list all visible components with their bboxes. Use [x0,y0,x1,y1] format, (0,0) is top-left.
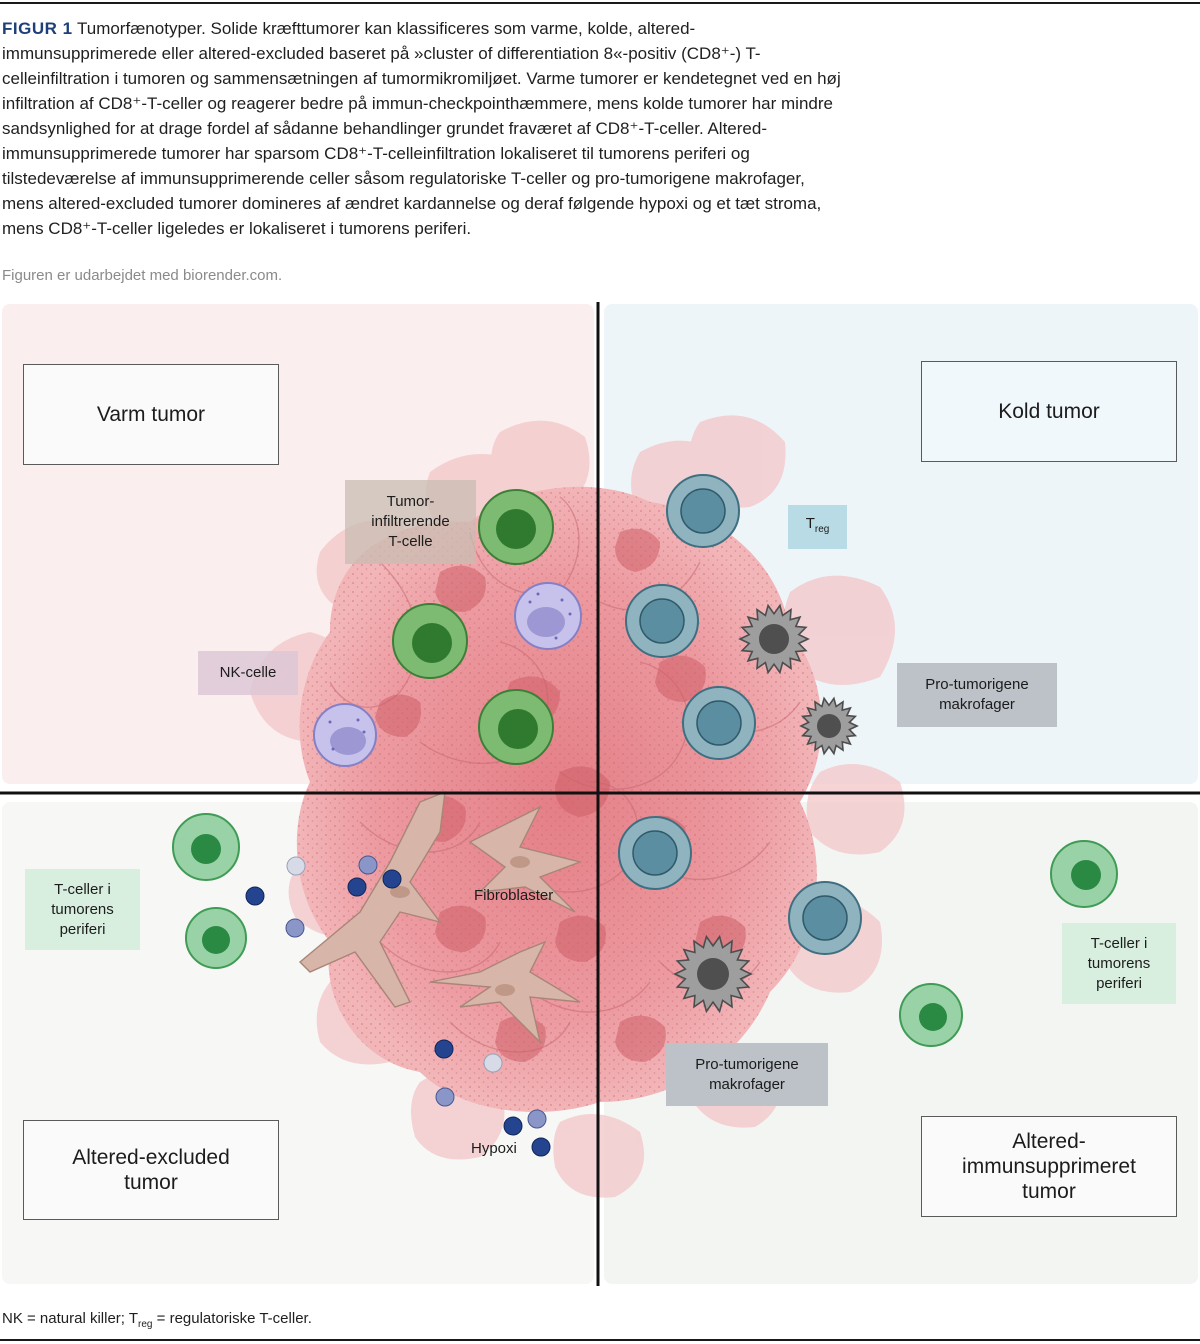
t-cell [899,983,963,1047]
treg-cell [625,584,699,658]
treg-cell [682,686,756,760]
t-cell [1050,840,1118,908]
figure-caption-text: Tumorfænotyper. Solide kræfttumorer kan … [2,19,841,238]
hypoxia-label: Hypoxi [471,1140,517,1157]
figure-caption: FIGUR 1 Tumorfænotyper. Solide kræfttumo… [2,16,842,241]
macro-top-text: Pro-tumorigene makrofager [925,676,1029,713]
t-cell [185,907,247,969]
tcell-right-text: T-celler i tumorens periferi [1087,934,1151,992]
treg-cells [618,474,862,955]
nk-cells [313,582,582,767]
bottom-rule [0,1339,1200,1341]
tumor-infiltrating-t-cells [392,489,554,765]
treg-label-main: T [805,515,815,532]
footnote-sub: reg [138,1319,153,1330]
quadrant-excluded-label: Altered-excluded tumor [72,1146,230,1194]
quadrant-hot-label: Varm tumor [96,403,206,426]
quadrant-excluded-title: Altered-excluded tumor [23,1120,279,1220]
tumor-mass [296,486,822,1112]
figure-source: Figuren er udarbejdet med biorender.com. [2,267,283,284]
treg-label-sub: reg [814,524,830,535]
quadrant-immunosuppressed-label: Altered-immunsupprimeret tumor [962,1130,1136,1203]
nk-cell [313,703,377,767]
tumor-phenotype-diagram: Varm tumor Kold tumor Altered-excluded t… [0,302,1200,1292]
til-label-text: Tumor-infiltrerende T-celle [371,493,450,550]
t-cell [172,813,240,881]
treg-label-text: Treg [806,514,830,540]
treg-cell [666,474,740,548]
macro-bottom-text: Pro-tumorigene makrofager [695,1055,799,1093]
nk-cell-label: NK-celle [198,651,298,695]
quadrant-hot-title: Varm tumor [23,364,279,465]
macrophage-label-top: Pro-tumorigene makrofager [897,663,1057,727]
treg-label: Treg [788,505,847,549]
quadrant-cold-title: Kold tumor [921,361,1177,462]
t-cell [392,603,468,679]
fibroblasts [298,790,583,1045]
peripheral-t-cell-label-right: T-celler i tumorens periferi [1062,923,1176,1004]
nk-label-text: NK-celle [219,664,277,681]
top-rule [0,2,1200,4]
macrophage [673,934,753,1014]
quadrant-cold-label: Kold tumor [998,400,1100,423]
figure-label: FIGUR 1 [2,19,73,38]
quadrant-immunosuppressed-title: Altered-immunsupprimeret tumor [921,1116,1177,1217]
t-cell [478,489,554,565]
t-cell [478,689,554,765]
macrophage [738,603,810,675]
macrophage-label-bottom: Pro-tumorigene makrofager [666,1043,828,1106]
hypoxia-markers [245,855,551,1157]
treg-cell [788,881,862,955]
nk-cell [514,582,582,650]
footnote: NK = natural killer; Treg = regulatorisk… [2,1310,312,1330]
treg-cell [618,816,692,890]
footnote-part1: NK = natural killer; T [2,1310,139,1327]
macrophage [799,696,859,756]
tcell-left-text: T-celler i tumorens periferi [51,880,114,938]
macrophages [673,603,859,1014]
peripheral-t-cell-label-left: T-celler i tumorens periferi [25,869,140,950]
fibroblast-label: Fibroblaster [474,887,554,904]
footnote-part2: = regulatoriske T-celler. [152,1310,312,1327]
peripheral-t-cells [172,813,1118,1047]
tumor-infiltrating-t-cell-label: Tumor-infiltrerende T-celle [345,480,476,564]
